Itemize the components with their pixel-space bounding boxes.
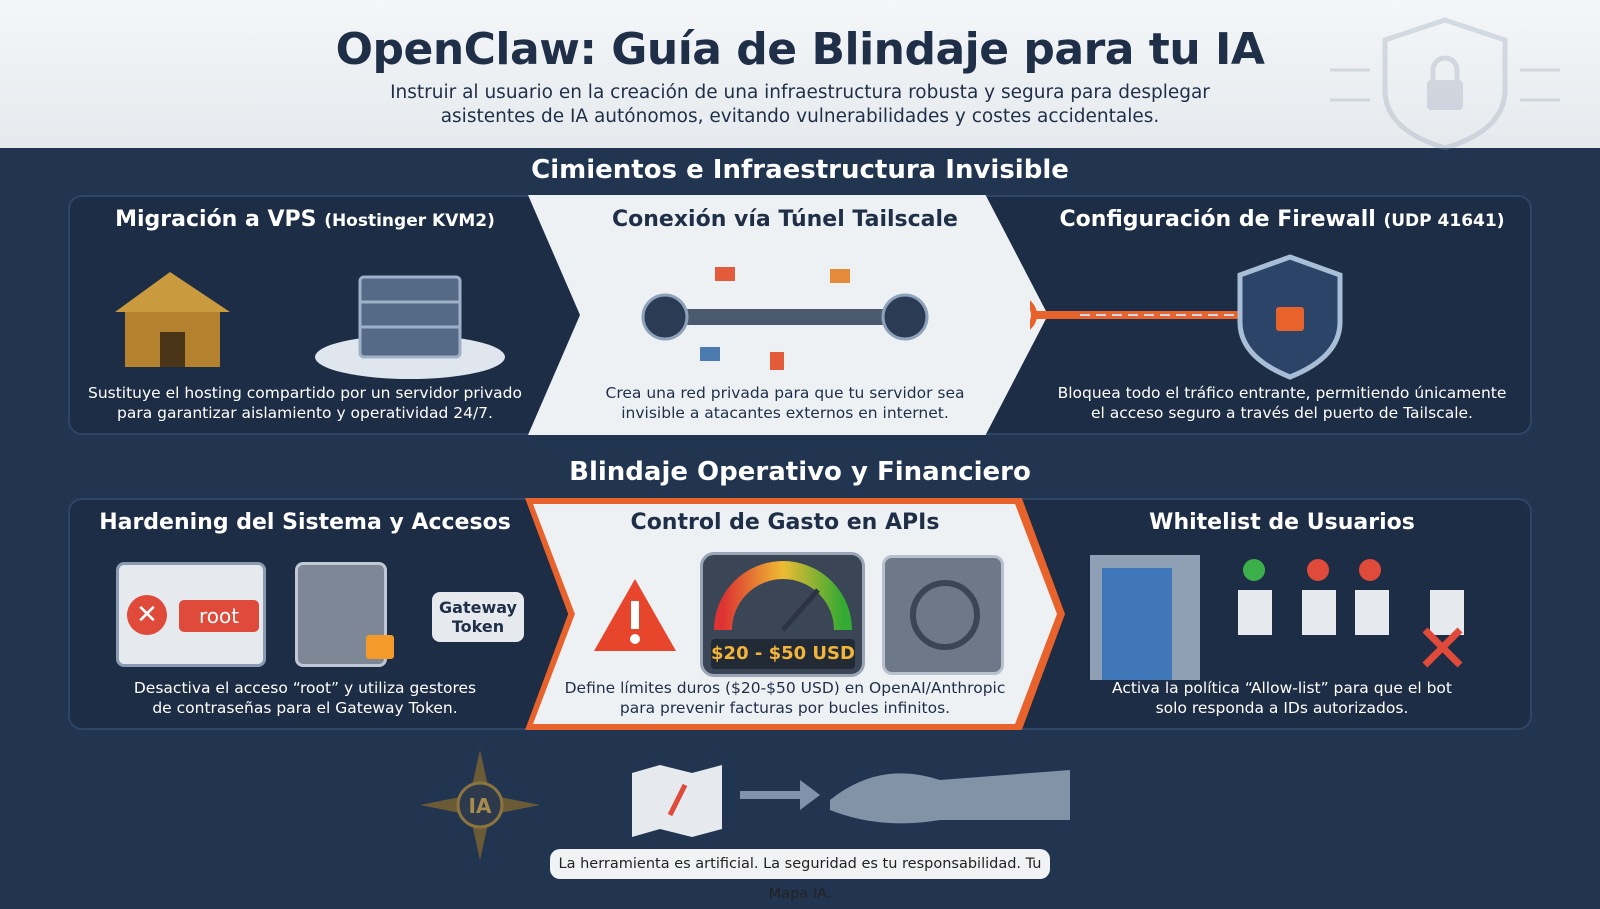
token-label: Token bbox=[451, 617, 505, 636]
panel-desc: Crea una red privada para que tu servido… bbox=[605, 384, 965, 402]
panel-desc: solo responda a IDs autorizados. bbox=[1155, 699, 1409, 717]
panel-api-spend: Control de Gasto en APIs $20 - $50 USD D… bbox=[540, 500, 1030, 728]
header: OpenClaw: Guía de Blindaje para tu IA In… bbox=[0, 0, 1600, 150]
subtitle-line: Instruir al usuario en la creación de un… bbox=[390, 82, 1210, 103]
gauge-dial-icon bbox=[714, 561, 852, 632]
panel-desc: para garantizar aislamiento y operativid… bbox=[117, 404, 493, 422]
lock-icon bbox=[366, 635, 394, 659]
infrastructure-row: Migración a VPS (Hostinger KVM2) Sustitu… bbox=[68, 195, 1532, 435]
safe-icon bbox=[295, 562, 394, 667]
gauge-label: $20 - $50 USD bbox=[711, 639, 855, 669]
whitelist-users-icon bbox=[1090, 555, 1464, 680]
panel-desc: de contraseñas para el Gateway Token. bbox=[152, 699, 458, 717]
panel-title: Conexión vía Túnel Tailscale bbox=[612, 207, 958, 232]
panel-whitelist: Whitelist de Usuarios Activa la política… bbox=[1030, 500, 1534, 728]
tunnel-icon bbox=[641, 267, 929, 370]
root-window: ✕ root bbox=[116, 562, 266, 667]
panel-desc: Desactiva el acceso “root” y utiliza ges… bbox=[133, 679, 477, 697]
panel-desc: invisible a atacantes externos en intern… bbox=[621, 404, 949, 422]
vault-icon bbox=[882, 555, 1004, 675]
panel-vps: Migración a VPS (Hostinger KVM2) Sustitu… bbox=[70, 197, 540, 433]
panel-title: Whitelist de Usuarios bbox=[1149, 510, 1415, 535]
panel-desc: Sustituye el hosting compartido por un s… bbox=[87, 384, 523, 402]
key-shield-icon bbox=[1030, 254, 1343, 380]
panel-desc: para prevenir facturas por bucles infini… bbox=[619, 699, 951, 717]
panel-title: Hardening del Sistema y Accesos bbox=[99, 510, 511, 535]
panel-title: Migración a VPS bbox=[115, 207, 317, 232]
disabled-icon: ✕ bbox=[127, 595, 167, 635]
hut-to-server-icon bbox=[115, 272, 505, 379]
compass-label: IA bbox=[469, 794, 492, 818]
warning-icon bbox=[594, 579, 676, 651]
section-title: Blindaje Operativo y Financiero bbox=[569, 457, 1031, 487]
footer-tagline: La herramienta es artificial. La segurid… bbox=[550, 849, 1050, 902]
page-title: OpenClaw: Guía de Blindaje para tu IA bbox=[335, 24, 1265, 75]
token-label: Gateway bbox=[439, 598, 517, 617]
vault-wheel bbox=[910, 580, 980, 650]
spend-gauge: $20 - $50 USD bbox=[700, 552, 865, 677]
root-label: root bbox=[179, 600, 259, 632]
robot-hand-icon bbox=[740, 770, 1070, 824]
panel-title: Configuración de Firewall bbox=[1059, 207, 1376, 232]
operations-row: Hardening del Sistema y Accesos ✕ root G… bbox=[68, 498, 1532, 730]
panel-hardening: Hardening del Sistema y Accesos ✕ root G… bbox=[70, 500, 540, 728]
panel-desc: Activa la política “Allow-list” para que… bbox=[1112, 679, 1452, 697]
panel-title-note: (UDP 41641) bbox=[1383, 211, 1505, 231]
subtitle-line: asistentes de IA autónomos, evitando vul… bbox=[440, 106, 1160, 127]
panel-desc: el acceso seguro a través del puerto de … bbox=[1091, 404, 1473, 422]
page-subtitle: Instruir al usuario en la creación de un… bbox=[0, 81, 1600, 129]
panel-desc: Define límites duros ($20-$50 USD) en Op… bbox=[564, 679, 1006, 697]
compass-logo-icon: IA bbox=[420, 750, 540, 860]
panel-tailscale: Conexión vía Túnel Tailscale Crea una re… bbox=[540, 197, 1030, 433]
panel-title: Control de Gasto en APIs bbox=[630, 510, 940, 535]
panel-title-note: (Hostinger KVM2) bbox=[324, 211, 495, 231]
shield-lock-icon bbox=[1330, 17, 1560, 150]
map-icon bbox=[632, 765, 722, 837]
section-title: Cimientos e Infraestructura Invisible bbox=[531, 155, 1069, 185]
panel-firewall: Configuración de Firewall (UDP 41641) Bl… bbox=[1030, 197, 1534, 433]
panel-desc: Bloquea todo el tráfico entrante, permit… bbox=[1057, 384, 1507, 402]
